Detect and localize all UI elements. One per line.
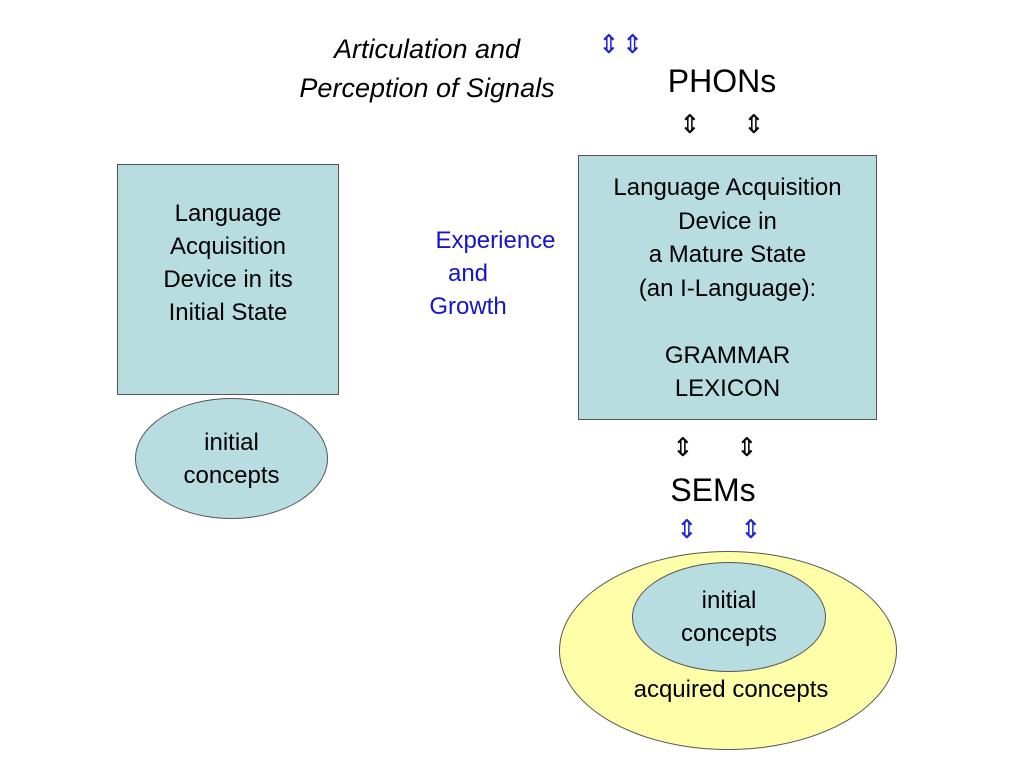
sems-above-left-arrow-icon: ⇕ (672, 433, 694, 463)
sems-label: SEMs (670, 472, 756, 508)
mature-box-line: LEXICON (674, 375, 781, 402)
phons-left-arrow-icon: ⇕ (679, 110, 701, 140)
initial-state-box: Language Acquisition Device in its Initi… (117, 164, 339, 395)
mature-box-spacer (579, 305, 876, 339)
initial-box-line: Device in its (163, 266, 293, 293)
mature-box-line: GRAMMAR (664, 341, 791, 369)
sems-below-left-arrow-icon: ⇕ (676, 515, 698, 545)
experience-line: Experience (435, 227, 556, 254)
initial-concepts-line: concepts (680, 620, 778, 647)
initial-box-line: Initial State (168, 299, 288, 326)
initial-concepts-line: initial (204, 428, 259, 456)
initial-box-line: Language (174, 200, 282, 227)
mature-box-line: Device in (678, 207, 777, 235)
initial-box-line: Acquisition (169, 233, 287, 260)
heading-line-2: Perception of Signals (299, 73, 555, 103)
initial-concepts-ellipse-left: initial concepts (135, 398, 328, 519)
mature-box-line: a Mature State (648, 241, 807, 268)
phons-label: PHONs (667, 63, 777, 99)
mature-box-line: (an I-Language): (638, 274, 817, 302)
heading-line-1: Articulation and (333, 34, 521, 64)
initial-concepts-line: concepts (183, 461, 280, 489)
mature-state-box: Language Acquisition Device in a Mature … (578, 155, 877, 420)
experience-line: Growth (429, 293, 507, 320)
initial-concepts-line: initial (701, 587, 757, 614)
experience-line: and (447, 260, 489, 287)
articulation-heading: Articulation and Perception of Signals (250, 30, 604, 108)
experience-growth-label: Experience and Growth (380, 224, 556, 323)
phons-right-arrow-icon: ⇕ (743, 110, 765, 140)
double-arrow-icon: ⇕⇕ (598, 30, 646, 60)
initial-concepts-ellipse-right: initial concepts (632, 562, 826, 672)
acquired-concepts-label: acquired concepts (633, 676, 829, 703)
mature-box-line: Language Acquisition (613, 174, 842, 201)
sems-above-right-arrow-icon: ⇕ (736, 433, 758, 463)
sems-below-right-arrow-icon: ⇕ (740, 515, 762, 545)
